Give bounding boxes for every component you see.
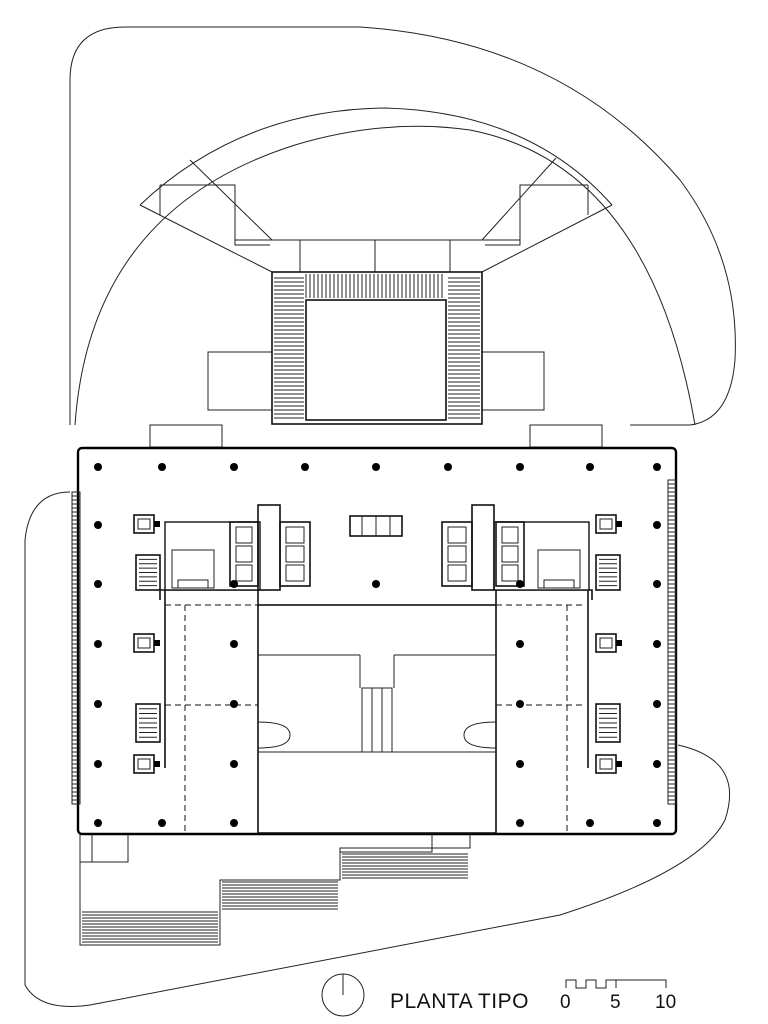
column — [653, 700, 661, 708]
column — [94, 760, 102, 768]
column — [301, 463, 309, 471]
facade-right — [667, 479, 677, 805]
drawing-title: PLANTA TIPO — [390, 990, 529, 1013]
column — [653, 819, 661, 827]
column — [586, 819, 594, 827]
stair-box — [595, 754, 617, 774]
dome-inner-arc — [139, 107, 613, 206]
structural-columns — [94, 463, 661, 827]
column — [653, 640, 661, 648]
stair-flight — [135, 554, 161, 591]
column — [586, 463, 594, 471]
column — [230, 700, 238, 708]
core-wall-left — [159, 589, 259, 605]
north-arrow-icon — [321, 973, 365, 1017]
stair-inner — [599, 518, 613, 530]
column — [516, 700, 524, 708]
stair-inner — [137, 637, 151, 649]
site-boundary-lower — [24, 491, 730, 1007]
stair-post — [154, 761, 160, 767]
stair-flight — [595, 703, 621, 743]
stair-post — [616, 761, 622, 767]
site-boundary-upper — [69, 26, 736, 426]
stair-box — [133, 754, 155, 774]
elevator-bank-right-b — [441, 521, 473, 587]
column — [230, 760, 238, 768]
column — [94, 700, 102, 708]
column — [94, 640, 102, 648]
column — [94, 580, 102, 588]
stair-modules — [133, 514, 622, 774]
core-left-shaft — [164, 521, 261, 591]
stair-flight — [595, 554, 621, 591]
column — [653, 580, 661, 588]
stair-flight — [135, 703, 161, 743]
stair-box — [595, 633, 617, 653]
stage-outer — [271, 271, 483, 425]
wing-right — [481, 351, 545, 411]
terrace-steps-hatching — [82, 853, 468, 943]
stage-hatching — [274, 274, 480, 419]
stair-post — [616, 640, 622, 646]
column — [444, 463, 452, 471]
elevator-bank-right-a — [495, 521, 525, 587]
connector-left — [149, 424, 223, 448]
stair-inner — [599, 758, 613, 770]
column — [372, 463, 380, 471]
column — [516, 640, 524, 648]
column — [230, 640, 238, 648]
stair-post — [616, 521, 622, 527]
stair-post — [154, 640, 160, 646]
column — [516, 580, 524, 588]
atrium-curve-right — [463, 721, 497, 749]
stage-inner — [305, 299, 447, 421]
stair-box — [133, 633, 155, 653]
stair-inner — [599, 637, 613, 649]
scale-bar — [565, 979, 667, 989]
stair-post — [154, 521, 160, 527]
column — [372, 580, 380, 588]
building-outline — [76, 446, 678, 836]
connector-right — [529, 424, 603, 448]
core-wall-right — [495, 589, 593, 605]
scale-label-5: 5 — [610, 992, 621, 1013]
dome-outer-arc — [74, 125, 696, 426]
column — [230, 580, 238, 588]
core-right-shaft — [493, 521, 590, 591]
scale-label-10: 10 — [655, 992, 677, 1013]
stair-inner — [137, 758, 151, 770]
stair-box — [595, 514, 617, 534]
column — [230, 463, 238, 471]
atrium-curve-left — [257, 721, 291, 749]
facade-hatching — [72, 483, 676, 801]
terrace-outline — [79, 834, 471, 946]
column — [653, 760, 661, 768]
column — [516, 819, 524, 827]
stair-inner — [137, 518, 151, 530]
column — [653, 521, 661, 529]
elevator-bank-left-b — [279, 521, 311, 587]
stair-box — [133, 514, 155, 534]
wing-left — [207, 351, 273, 411]
column — [94, 463, 102, 471]
column — [516, 760, 524, 768]
column — [158, 819, 166, 827]
column — [230, 819, 238, 827]
central-atrium — [257, 604, 497, 834]
column — [158, 463, 166, 471]
column — [94, 819, 102, 827]
column — [516, 463, 524, 471]
scale-label-0: 0 — [560, 992, 571, 1013]
column — [653, 463, 661, 471]
column — [94, 521, 102, 529]
